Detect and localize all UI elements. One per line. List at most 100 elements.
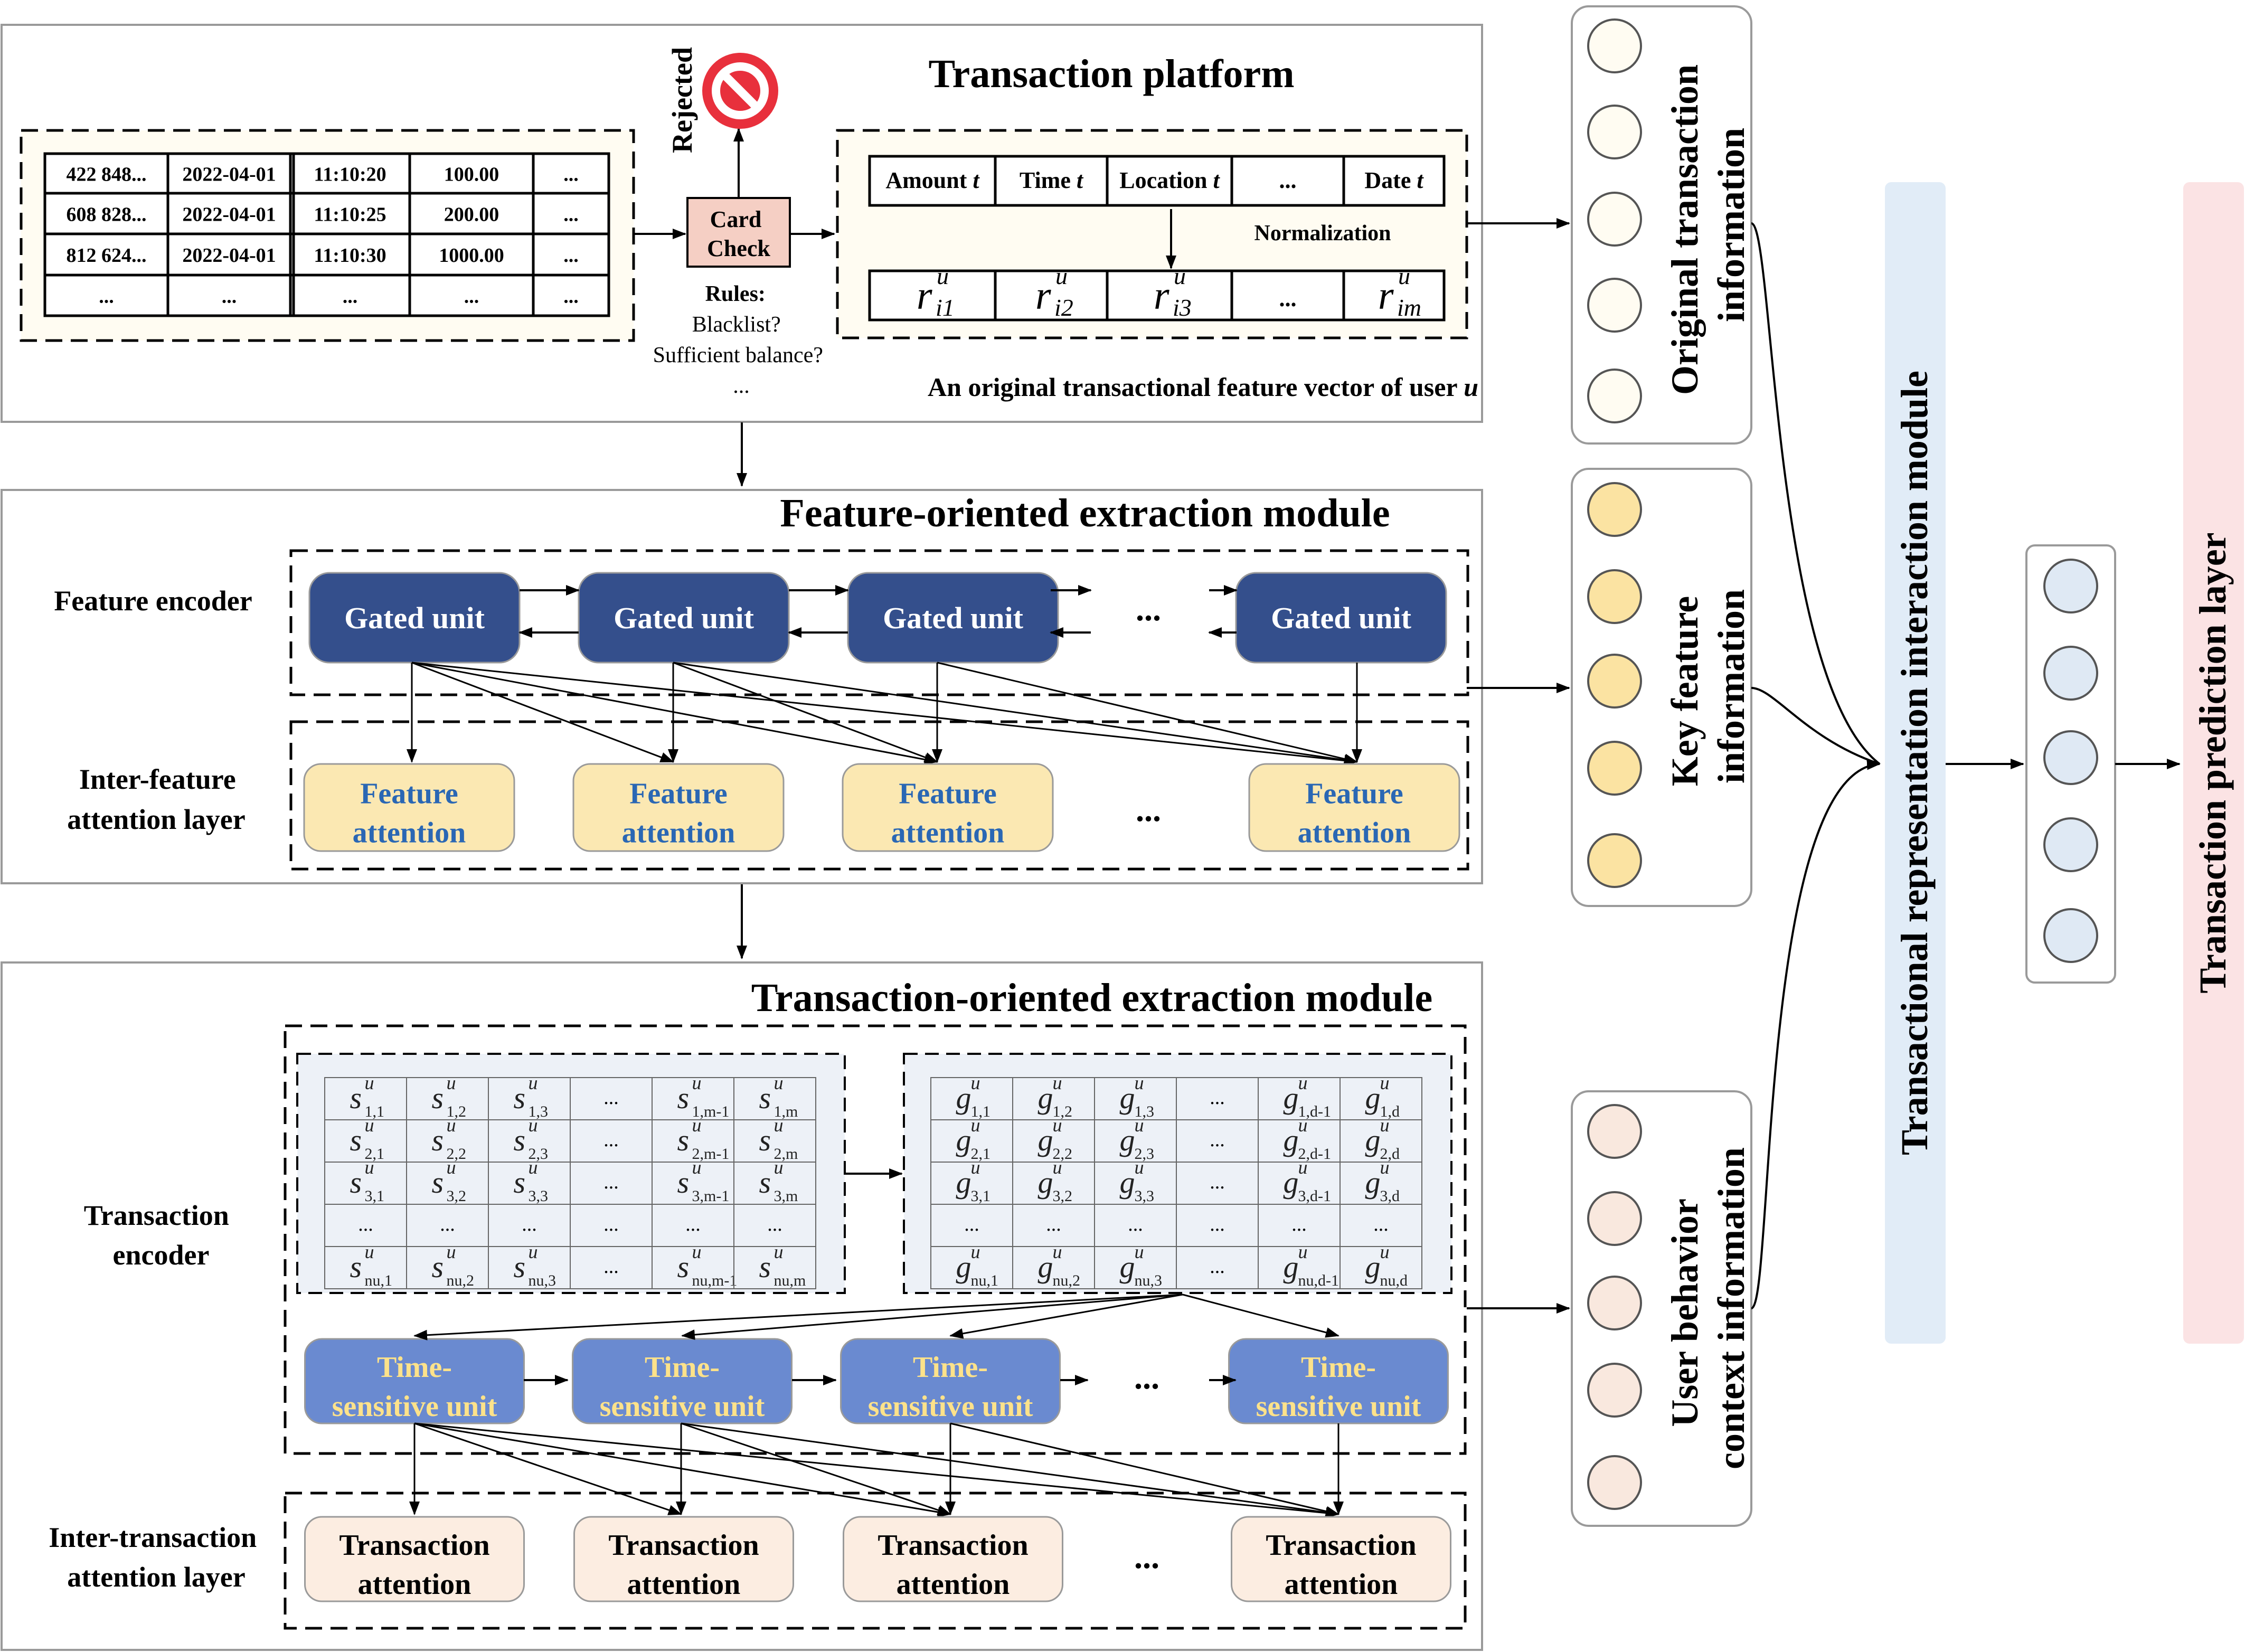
- s-matrix-sup: u: [365, 1072, 374, 1093]
- svg-text:Rules: Blacklist?: Rules: Blacklist? Sufficient balance? ..…: [653, 282, 829, 398]
- s-matrix-text: s: [432, 1123, 444, 1157]
- time-sensitive-unit-label: sensitive unit: [1256, 1390, 1421, 1423]
- s-matrix-sup: u: [529, 1157, 538, 1178]
- g-matrix-sup: u: [971, 1241, 980, 1262]
- g-matrix-sub: 2,1: [971, 1145, 991, 1163]
- table-cell: [289, 273, 411, 317]
- feature-vector-cell: [868, 269, 997, 322]
- feature-vector-cell: [1342, 269, 1446, 322]
- transaction-attention-ellipsis: ...: [1134, 1538, 1159, 1575]
- g-matrix-sub: nu,2: [1053, 1272, 1081, 1289]
- g-matrix-text: g: [1038, 1081, 1053, 1115]
- s-matrix-sup: u: [447, 1072, 456, 1093]
- feature-attention-block-label: attention: [891, 817, 1005, 849]
- key-feature-information-panel: Key feature information: [1571, 468, 1752, 907]
- table-cell: [532, 152, 610, 195]
- svg-text:Card Check: Card Check: [707, 206, 770, 261]
- transaction-attention-block-label: attention: [627, 1568, 741, 1601]
- g-matrix-text: g: [1365, 1123, 1381, 1157]
- g-matrix-text: g: [1120, 1165, 1135, 1200]
- table-cell-text: 1000.00: [439, 244, 504, 267]
- feature-header-cell: [1106, 155, 1233, 207]
- g-matrix-sub: nu,3: [1135, 1272, 1163, 1289]
- rule-blacklist: Blacklist?: [692, 313, 781, 337]
- s-matrix-sup: u: [692, 1115, 702, 1136]
- s-matrix-text: s: [514, 1250, 526, 1284]
- s-matrix-text: s: [350, 1250, 362, 1284]
- s-matrix-sub: 3,2: [447, 1187, 467, 1205]
- table-cell-text: 200.00: [444, 204, 499, 226]
- context-node: [1587, 1276, 1642, 1330]
- table-cell-text: 812 624...: [67, 244, 147, 267]
- g-matrix-sub: 3,d: [1380, 1187, 1400, 1205]
- g-matrix-sub: nu,d: [1380, 1272, 1408, 1289]
- g-matrix-text: g: [956, 1123, 971, 1157]
- feature-oriented-extraction-module: Feature-oriented extraction module Featu…: [1, 489, 1570, 884]
- transaction-attention-block: [304, 1516, 525, 1602]
- s-matrix-sub: 2,2: [447, 1145, 467, 1163]
- feature-attention-block-label: Feature: [360, 778, 458, 810]
- feature-vector-text: r: [1378, 273, 1394, 318]
- g-matrix-text: ...: [1291, 1213, 1307, 1235]
- transaction-attention-block-label: Transaction: [608, 1529, 759, 1562]
- g-matrix-text: g: [956, 1081, 971, 1115]
- s-matrix-sup: u: [529, 1241, 538, 1262]
- g-matrix-sub: 3,2: [1053, 1187, 1073, 1205]
- svg-text:Inter-transaction attent: Inter-transaction attention layer: [49, 1522, 263, 1593]
- s-matrix-sub: 1,3: [529, 1103, 549, 1120]
- table-cell: [166, 273, 292, 317]
- s-matrix-text: s: [514, 1081, 526, 1115]
- svg-text:Inter-feature attention: Inter-feature attention layer: [67, 763, 245, 835]
- feature-vector-cell: [994, 269, 1109, 322]
- s-matrix-sub: nu,3: [529, 1272, 556, 1289]
- s-matrix-cell: [733, 1246, 816, 1289]
- context-node: [1587, 1104, 1642, 1159]
- g-matrix-sup: u: [1298, 1157, 1308, 1178]
- s-matrix-sup: u: [529, 1072, 538, 1093]
- context-info-label-2: context information: [1710, 1147, 1752, 1469]
- g-matrix-text: g: [1120, 1081, 1135, 1115]
- interaction-module-band: [1885, 182, 1946, 1344]
- g-matrix-text: g: [956, 1250, 971, 1284]
- gated-unit: [578, 572, 790, 664]
- table-cell: [166, 152, 292, 195]
- gated-unit-label: Gated unit: [614, 601, 754, 635]
- g-matrix-sup: u: [1053, 1072, 1062, 1093]
- key-feature-node: [1587, 482, 1642, 537]
- table-cell-text: 422 848...: [67, 164, 147, 186]
- table-cell: [408, 192, 535, 235]
- g-matrix-sup: u: [971, 1157, 980, 1178]
- g-matrix-sub: 3,d-1: [1298, 1187, 1332, 1205]
- fused-node: [2043, 817, 2098, 872]
- s-matrix-sub: 3,m-1: [692, 1187, 730, 1205]
- table-cell-text: ...: [464, 286, 479, 308]
- transaction-encoder-label-2: encoder: [113, 1239, 210, 1271]
- s-matrix-sup: u: [365, 1115, 374, 1136]
- transaction-attention-block-label: attention: [897, 1568, 1010, 1601]
- s-matrix-sub: 1,m-1: [692, 1103, 730, 1120]
- s-matrix-text: s: [350, 1081, 362, 1115]
- fused-node: [2043, 559, 2098, 613]
- g-matrix-sup: u: [1380, 1157, 1390, 1178]
- g-matrix-sup: u: [1135, 1157, 1144, 1178]
- s-matrix-sup: u: [774, 1072, 784, 1093]
- inter-transaction-label-1: Inter-transaction: [49, 1522, 257, 1553]
- table-cell-text: ...: [222, 286, 237, 308]
- card-check-box: [686, 197, 791, 268]
- s-matrix-text: ...: [603, 1255, 619, 1278]
- s-matrix-sup: u: [447, 1157, 456, 1178]
- table-cell: [532, 192, 610, 235]
- context-node: [1587, 1363, 1642, 1418]
- gated-unit: [1235, 572, 1447, 664]
- table-cell-text: ...: [563, 244, 579, 267]
- feature-vector-sup: u: [1055, 262, 1068, 289]
- s-matrix-text: s: [432, 1081, 444, 1115]
- vector-caption: An original transactional feature vector…: [928, 372, 1478, 402]
- table-cell-text: ...: [99, 286, 114, 308]
- key-info-label-2: information: [1710, 589, 1752, 783]
- s-matrix-text: s: [759, 1165, 771, 1200]
